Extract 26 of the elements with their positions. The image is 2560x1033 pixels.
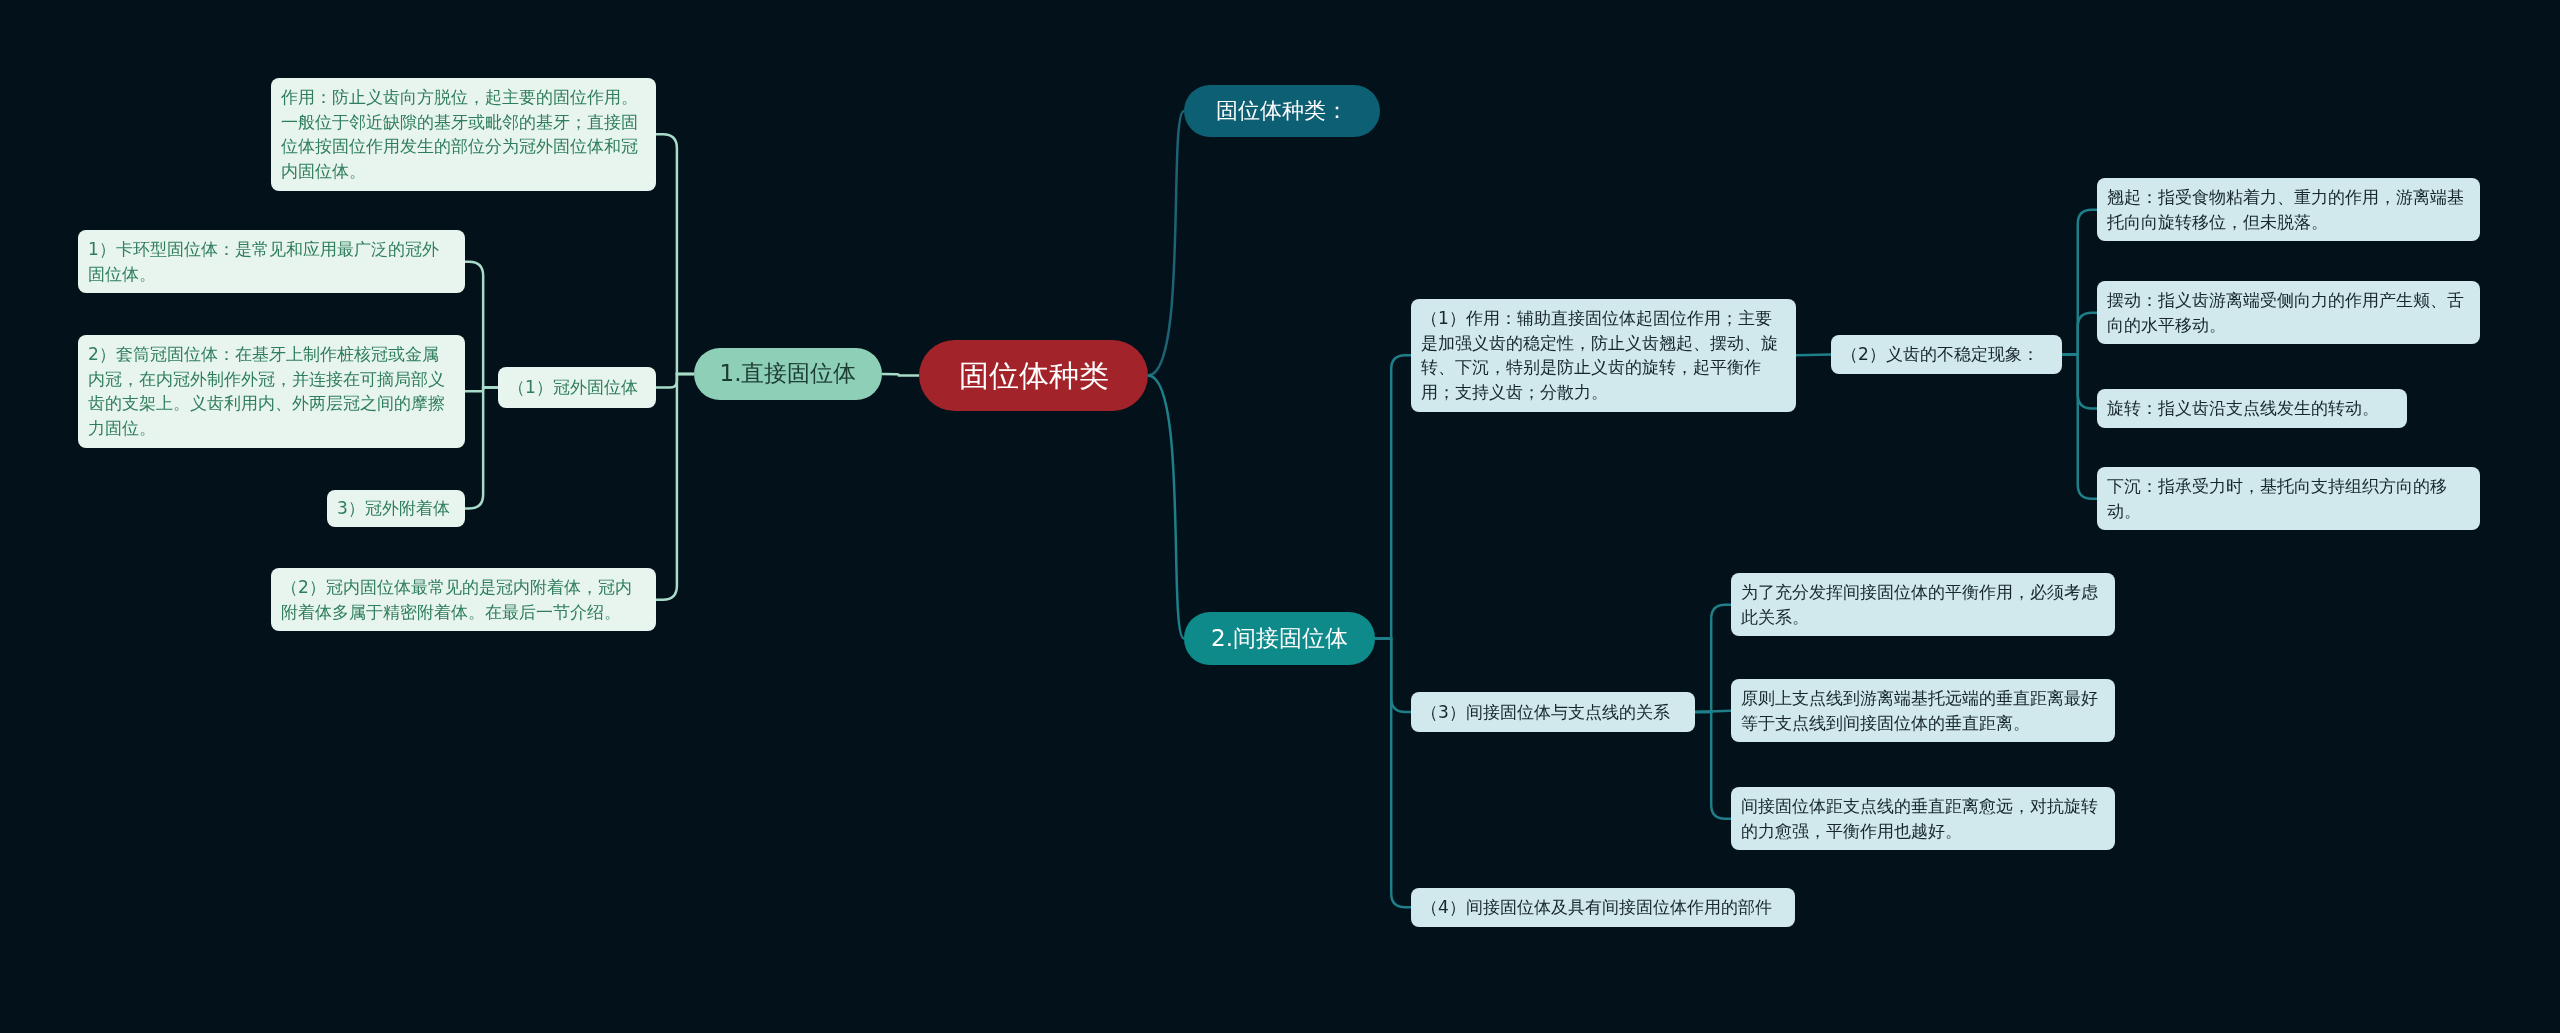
central-topic: 固位体种类 <box>919 340 1148 411</box>
connector-line <box>1795 353 1832 357</box>
note-card: （2）冠内固位体最常见的是冠内附着体，冠内附着体多属于精密附着体。在最后一节介绍。 <box>271 568 656 632</box>
note-card: （4）间接固位体及具有间接固位体作用的部件 <box>1411 888 1795 927</box>
topic-pill: 固位体种类： <box>1184 85 1380 137</box>
note-card: 原则上支点线到游离端基托远端的垂直距离最好等于支点线到间接固位体的垂直距离。 <box>1731 679 2115 743</box>
subtopic-card: 3）冠外附着体 <box>327 490 465 527</box>
note-card: 间接固位体距支点线的垂直距离愈远，对抗旋转的力愈强，平衡作用也越好。 <box>1731 787 2115 851</box>
connector-line <box>1375 637 1411 909</box>
note-card: 旋转：指义齿沿支点线发生的转动。 <box>2097 389 2407 428</box>
note-card: （1）作用：辅助直接固位体起固位作用；主要是加强义齿的稳定性，防止义齿翘起、摆动、旋转、下沉，特别是防止义齿的旋转，起平衡作用；支持义齿；分散力。 <box>1411 299 1796 412</box>
subtopic-card: （3）间接固位体与支点线的关系 <box>1411 692 1695 732</box>
note-card: 作用：防止义齿向方脱位，起主要的固位作用。一般位于邻近缺隙的基牙或毗邻的基牙；直接固位体按固位作用发生的部位分为冠外固位体和冠内固位体。 <box>271 78 656 191</box>
note-card: 翘起：指受食物粘着力、重力的作用，游离端基托向向旋转移位，但未脱落。 <box>2097 178 2480 242</box>
branch-topic: 1.直接固位体 <box>694 348 882 400</box>
connector-line <box>1147 374 1186 640</box>
note-card: 为了充分发挥间接固位体的平衡作用，必须考虑此关系。 <box>1731 573 2115 637</box>
connector-line <box>882 372 919 377</box>
note-card: 2）套筒冠固位体：在基牙上制作桩核冠或金属内冠，在内冠外制作外冠，并连接在可摘局部义齿的支架上。义齿利用内、外两层冠之间的摩擦力固位。 <box>78 335 465 448</box>
note-card: 摆动：指义齿游离端受侧向力的作用产生颊、舌向的水平移动。 <box>2097 281 2480 345</box>
note-card: 1）卡环型固位体：是常见和应用最广泛的冠外固位体。 <box>78 230 465 294</box>
branch-topic: 2.间接固位体 <box>1184 612 1375 665</box>
subtopic-card: （2）义齿的不稳定现象： <box>1831 335 2062 374</box>
note-card: 下沉：指承受力时，基托向支持组织方向的移动。 <box>2097 467 2480 531</box>
subtopic-card: （1）冠外固位体 <box>498 367 656 408</box>
connector-line <box>1147 110 1186 377</box>
